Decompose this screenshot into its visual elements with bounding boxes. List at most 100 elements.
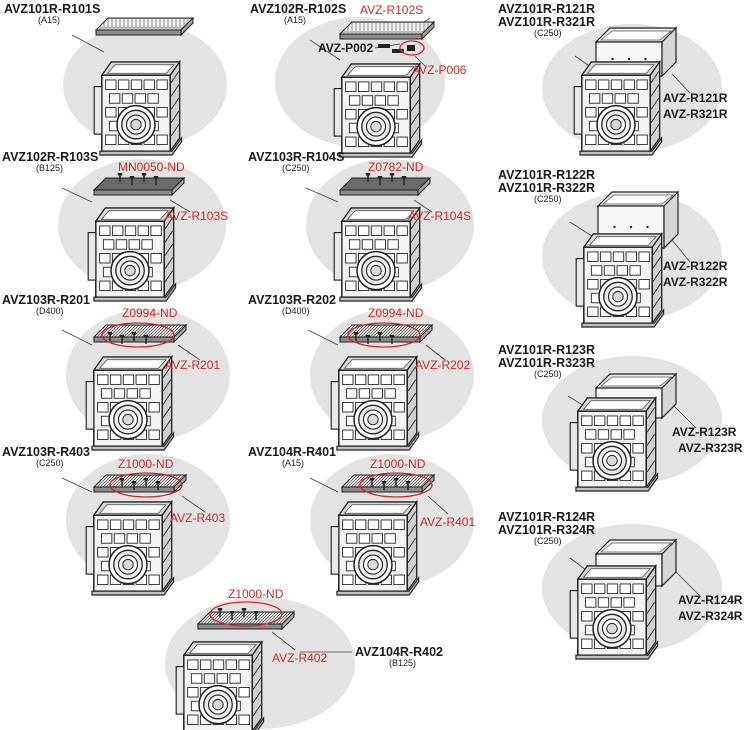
load-class: (D400) <box>282 306 310 316</box>
grate-drawing <box>92 323 188 344</box>
part-label: AVZ-P002 <box>318 41 373 55</box>
clip-part <box>392 49 404 53</box>
catch-basin-body <box>85 499 175 596</box>
catch-basin-body <box>569 563 659 660</box>
clip-part <box>378 44 390 48</box>
part-label: Z1000-ND <box>370 457 426 471</box>
assembly-title: AVZ103R-R104S <box>248 150 344 164</box>
part-label: AVZ-R103S <box>165 209 228 223</box>
part-label: AVZ-R403 <box>170 511 225 525</box>
screw-head <box>229 611 235 614</box>
title-leader <box>61 329 93 346</box>
assembly-title: AVZ104R-R402 <box>355 645 443 659</box>
part-leader <box>675 571 701 597</box>
part-leader <box>414 55 426 67</box>
title-leader <box>61 477 93 493</box>
catch-basin-body <box>85 354 175 451</box>
load-class: (B125) <box>36 163 63 173</box>
part-label: MN0050-ND <box>118 160 185 174</box>
load-class: (A15) <box>282 458 304 468</box>
grate-drawing <box>92 473 188 494</box>
assembly-title: AVZ102R-R103S <box>2 150 98 164</box>
screw-head <box>365 173 371 176</box>
screw-head <box>107 332 113 335</box>
load-class: (D400) <box>36 306 64 316</box>
part-highlight-ring <box>359 472 433 498</box>
screw-head <box>389 173 395 176</box>
title-leader <box>71 34 105 53</box>
title-leader <box>309 39 341 61</box>
part-highlight-ring <box>109 472 183 498</box>
assembly-title: AVZ101R-R323R <box>498 356 595 370</box>
part-leader <box>181 495 206 513</box>
catch-basin-body <box>330 499 420 596</box>
part-highlight-ring <box>209 601 283 627</box>
screw-head <box>369 478 375 481</box>
part-leader <box>425 344 446 361</box>
load-class: (A15) <box>284 15 306 25</box>
screw-head <box>131 481 137 484</box>
catch-basin-body <box>330 354 420 451</box>
screw-head <box>377 332 383 335</box>
screw-head <box>217 608 223 611</box>
assembly-title: AVZ101R-R324R <box>498 523 595 537</box>
part-leader <box>427 495 449 515</box>
screw-head <box>241 608 247 611</box>
assembly-title: AVZ103R-R201 <box>2 293 90 307</box>
screw-head <box>381 481 387 484</box>
assembly-title: AVZ101R-R322R <box>498 181 595 195</box>
screw-head <box>365 335 371 338</box>
catch-basin-body <box>175 639 265 730</box>
part-highlight-ring <box>399 40 425 56</box>
grate-drawing <box>94 16 195 37</box>
grate-drawing <box>92 176 186 197</box>
part-highlight-ring <box>347 322 421 348</box>
part-leader <box>671 73 691 94</box>
screw-head <box>393 478 399 481</box>
part-label: AVZ-R323R <box>678 441 743 455</box>
load-class: (A15) <box>38 15 60 25</box>
assembly-title: AVZ101R-R123R <box>498 343 595 357</box>
assembly-title: AVZ101R-R124R <box>498 510 595 524</box>
part-label: AVZ-R322R <box>663 275 728 289</box>
load-class: (C250) <box>36 458 64 468</box>
load-class: (C250) <box>534 536 562 546</box>
assembly-title: AVZ103R-R202 <box>248 293 336 307</box>
title-leader <box>305 187 339 203</box>
part-leader <box>413 199 433 213</box>
part-label: Z1000-ND <box>228 587 284 601</box>
catch-basin-body <box>93 59 183 156</box>
screw-head <box>153 176 159 179</box>
part-label: AVZ-R401 <box>420 515 475 529</box>
screw-head <box>377 176 383 179</box>
screw-head <box>401 176 407 179</box>
screw-head <box>131 332 137 335</box>
load-class: (C250) <box>534 369 562 379</box>
part-label: Z1000-ND <box>118 457 174 471</box>
assembly-title: AVZ101R-R122R <box>498 168 595 182</box>
part-leader <box>169 199 191 213</box>
screw-head <box>155 481 161 484</box>
part-label: Z0782-ND <box>368 160 424 174</box>
screw-head <box>405 481 411 484</box>
assembly-title: AVZ104R-R401 <box>248 445 336 459</box>
part-label: AVZ-P006 <box>412 63 467 77</box>
grate-drawing <box>338 20 436 41</box>
part-leader <box>271 631 296 651</box>
part-highlight-ring <box>101 322 175 348</box>
title-leader <box>307 329 339 346</box>
catch-basin-body <box>569 395 659 492</box>
assembly-title: AVZ103R-R403 <box>2 445 90 459</box>
title-leader <box>61 187 93 203</box>
part-label: AVZ-R123R <box>672 425 737 439</box>
assembly-title: AVZ101R-R101S <box>4 2 100 16</box>
load-class: (C250) <box>282 163 310 173</box>
assembly-title: AVZ101R-R121R <box>498 2 595 16</box>
title-leader <box>309 477 339 493</box>
part-label: AVZ-R324R <box>678 609 743 623</box>
grate-drawing <box>340 473 436 494</box>
clip-part <box>407 45 415 51</box>
catch-basin-body <box>333 205 423 302</box>
screw-head <box>389 335 395 338</box>
